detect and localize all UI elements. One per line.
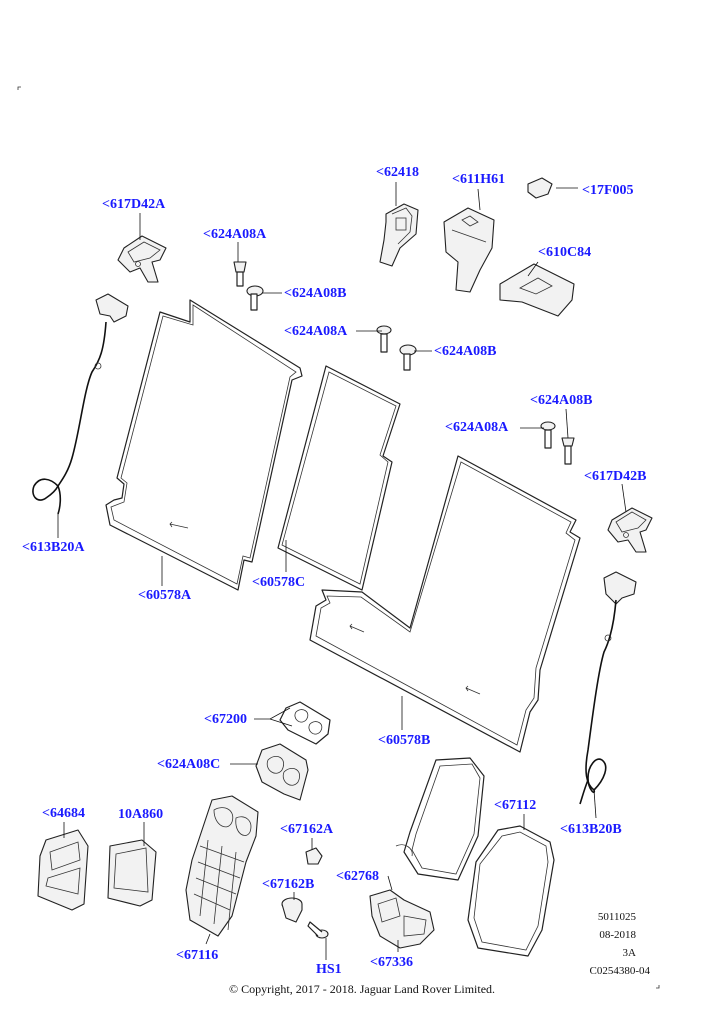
bracket-611h61[interactable]: [443, 207, 495, 293]
latch-62418[interactable]: [379, 203, 419, 267]
corner-mark-top-left: [17, 86, 21, 90]
clip-17f005[interactable]: [527, 177, 553, 199]
label-60578a[interactable]: <60578A: [138, 588, 192, 603]
bolt-624a08b-1[interactable]: [246, 285, 264, 311]
bolt-624a08b-2[interactable]: [399, 344, 417, 371]
bushing-67162b[interactable]: [281, 897, 303, 923]
label-617d42b[interactable]: <617D42B: [584, 469, 647, 484]
label-62418[interactable]: <62418: [376, 165, 419, 180]
label-624a08c[interactable]: <624A08C: [157, 757, 221, 772]
seat-back-panel-60578a[interactable]: [105, 299, 303, 591]
label-624a08b-2[interactable]: <624A08B: [434, 344, 497, 359]
cupholder-frame-624a08c[interactable]: [255, 743, 309, 801]
label-613b20b[interactable]: <613B20B: [560, 822, 622, 837]
seat-back-panel-60578b[interactable]: [309, 455, 581, 753]
label-10a860[interactable]: 10A860: [118, 807, 164, 822]
drawing-date: 08-2018: [599, 929, 636, 941]
bolt-624a08a-3[interactable]: [540, 421, 556, 449]
bolt-624a08a-2[interactable]: [376, 325, 392, 353]
label-613b20a[interactable]: <613B20A: [22, 540, 85, 555]
label-67162a[interactable]: <67162A: [280, 822, 334, 837]
label-hs1[interactable]: HS1: [316, 962, 342, 977]
light-10a860[interactable]: [107, 839, 157, 907]
label-624a08b-3[interactable]: <624A08B: [530, 393, 593, 408]
bushing-67162a[interactable]: [305, 847, 323, 865]
screw-hs1[interactable]: [307, 921, 329, 939]
hinge-bracket-617d42a[interactable]: [117, 235, 167, 283]
armrest-pad-62768[interactable]: [395, 757, 485, 881]
leader-lines: [57, 182, 627, 960]
drawing-number: 5011025: [597, 911, 636, 923]
label-624a08b-1[interactable]: <624A08B: [284, 286, 347, 301]
cupholder-insert-67200[interactable]: [279, 701, 331, 745]
corner-mark-bottom-right: [656, 985, 660, 989]
bolt-624a08a-1[interactable]: [233, 261, 247, 287]
label-17f005[interactable]: <17F005: [582, 183, 634, 198]
label-617d42a[interactable]: <617D42A: [102, 197, 166, 212]
label-60578c[interactable]: <60578C: [252, 575, 306, 590]
label-610c84[interactable]: <610C84: [538, 245, 592, 260]
label-67116[interactable]: <67116: [176, 948, 219, 963]
panel-64684[interactable]: [37, 829, 89, 911]
label-60578b[interactable]: <60578B: [378, 733, 431, 748]
label-611h61[interactable]: <611H61: [452, 172, 506, 187]
bolt-624a08b-3[interactable]: [561, 437, 575, 465]
label-62768[interactable]: <62768: [336, 869, 379, 884]
label-624a08a-1[interactable]: <624A08A: [203, 227, 267, 242]
copyright-notice: © Copyright, 2017 - 2018. Jaguar Land Ro…: [228, 982, 496, 996]
label-67112[interactable]: <67112: [494, 798, 537, 813]
release-cable-613b20a[interactable]: [32, 293, 129, 515]
cover-610c84[interactable]: [499, 263, 575, 317]
label-624a08a-2[interactable]: <624A08A: [284, 324, 348, 339]
label-624a08a-3[interactable]: <624A08A: [445, 420, 509, 435]
label-67162b[interactable]: <67162B: [262, 877, 315, 892]
label-67200[interactable]: <67200: [204, 712, 247, 727]
armrest-base-67116[interactable]: [185, 795, 259, 937]
label-67336[interactable]: <67336: [370, 955, 413, 970]
release-cable-613b20b[interactable]: [579, 571, 637, 805]
seat-back-panel-60578c[interactable]: [277, 365, 401, 591]
label-64684[interactable]: <64684: [42, 806, 85, 821]
mechanism-67336[interactable]: [369, 889, 435, 949]
drawing-code: C0254380-04: [589, 965, 651, 977]
armrest-cover-67112[interactable]: [467, 825, 555, 957]
drawing-revision: 3A: [622, 947, 636, 959]
hinge-bracket-617d42b[interactable]: [607, 507, 653, 553]
